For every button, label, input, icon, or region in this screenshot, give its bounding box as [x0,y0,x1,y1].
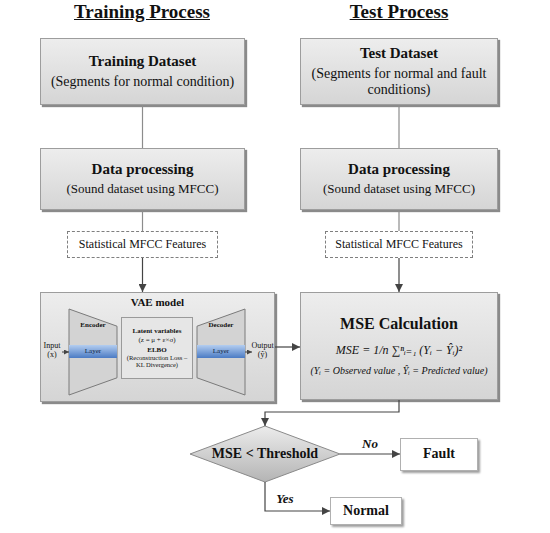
text-holder: DecoderLayer [197,309,245,395]
result-box: Fault [400,438,478,471]
node-heading: MSE Calculation [340,315,458,333]
connector [398,105,399,148]
decision-diamond: MSE < Threshold [190,426,340,482]
node-text: MSE = 1/n ∑ⁿᵢ₌₁ (Yᵢ − Ŷᵢ)² [336,344,462,358]
node-heading: Latent variables [133,327,182,335]
text-holder: Data processing (Sound dataset using MFCC… [301,149,497,209]
text-holder: Data processing (Sound dataset using MFCC… [41,149,244,209]
process-box: Data processing (Sound dataset using MFCC… [300,148,498,210]
node-text: (Sound dataset using MFCC) [323,182,475,197]
node-text: (Reconstruction Loss – KL Divergence) [124,354,190,369]
dataset-box: Test Dataset (Segments for normal and fau… [300,38,498,105]
connector [398,210,399,231]
connector [265,400,399,426]
encoder-block: EncoderLayer [69,309,117,395]
calculation-box: MSE CalculationMSE = 1/n ∑ⁿᵢ₌₁ (Yᵢ − Ŷᵢ)… [300,292,498,400]
text-holder: MSE CalculationMSE = 1/n ∑ⁿᵢ₌₁ (Yᵢ − Ŷᵢ)… [301,293,497,399]
feature-box: Statistical MFCC Features [67,231,218,258]
node-text: (Yᵢ = Observed value , Ŷᵢ = Predicted va… [310,365,487,377]
connector [142,210,143,231]
connector [142,258,143,292]
text-holder: Training Dataset (Segments for normal con… [41,39,244,104]
connector [340,453,400,454]
node-heading: Normal [343,503,389,519]
output-label: Output (ŷ) [251,342,274,360]
node-heading: Decoder [197,321,245,329]
node-heading: Data processing [92,161,194,178]
text-holder: EncoderLayer [69,309,117,395]
text-holder: MSE < Threshold [190,426,340,482]
node-text: (Sound dataset using MFCC) [66,182,218,197]
node-text: Layer [69,345,117,358]
process-box: Data processing (Sound dataset using MFCC… [40,148,245,210]
edge-label: Yes [276,491,293,507]
node-heading: Statistical MFCC Features [79,238,206,252]
trapezoid-outline [69,309,117,395]
node-text: (Segments for normal and fault condition… [305,66,493,98]
connector [142,105,143,148]
model-box: VAE modelEncoderLayerLatent variables(z … [40,292,275,402]
node-text: (z = μ + ε×σ) [138,336,175,344]
input-label: Input (x) [41,342,63,360]
column-heading: Test Process [300,2,498,23]
node-heading: Training Dataset [89,53,197,70]
diamond-outline [190,426,340,482]
connector [398,258,399,292]
decoder-block: DecoderLayer [197,309,245,395]
text-holder: Latent variables(z = μ + ε×σ) ELBO(Recons… [122,318,192,378]
node-heading: Data processing [348,161,450,178]
connector [265,482,330,511]
node-heading: Fault [423,446,455,462]
node-text: (Segments for normal condition) [51,74,234,90]
dataset-box: Training Dataset (Segments for normal con… [40,38,245,105]
text-holder: Statistical MFCC Features [68,232,217,257]
result-box: Normal [330,497,402,525]
edge-label: No [362,436,378,452]
text-holder: Normal [331,498,401,524]
node-heading: Test Dataset [360,45,438,62]
node-heading: Encoder [69,321,117,329]
text-holder: Fault [401,439,477,470]
connector [275,346,300,347]
node-text: ELBO [147,346,166,354]
text-holder: Statistical MFCC Features [326,232,472,257]
text-holder: Test Dataset (Segments for normal and fau… [301,39,497,104]
latent-box: Latent variables(z = μ + ε×σ) ELBO(Recons… [121,317,193,379]
node-text: Layer [197,345,245,358]
feature-box: Statistical MFCC Features [325,231,473,258]
node-heading: VAE model [131,296,184,309]
node-heading: Statistical MFCC Features [335,238,462,252]
trapezoid-outline [197,309,245,395]
column-heading: Training Process [42,2,242,23]
node-heading: MSE < Threshold [212,446,318,462]
